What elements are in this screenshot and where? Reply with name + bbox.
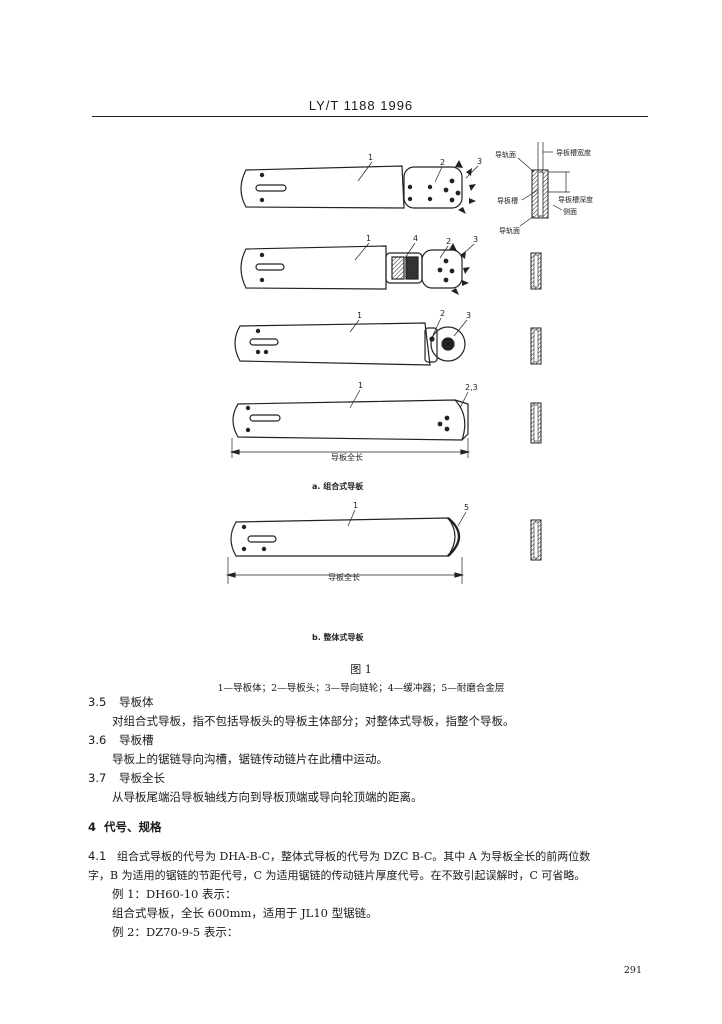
label-groove-depth: 导板槽深度 <box>558 195 593 204</box>
section-text: 对组合式导板，指不包括导板头的导板主体部分；对整体式导板，指整个导板。 <box>112 714 515 728</box>
bar-4-integrated-head <box>229 399 471 458</box>
bar-3-with-wheel <box>234 322 466 366</box>
section-text: 导板上的锯链导向沟槽，锯链传动链片在此槽中运动。 <box>112 752 388 766</box>
bar-4-cross-section <box>530 402 542 444</box>
label-rail-face-top: 导轨面 <box>495 150 516 159</box>
section-title: 导板全长 <box>119 771 165 785</box>
label-side-face: 侧面 <box>563 207 577 216</box>
part-number: 1 <box>368 153 373 162</box>
figure-legend: 1—导板体；2—导板头；3—导向链轮；4—缓冲器；5—耐磨合金层 <box>217 683 505 694</box>
header-rule <box>92 116 648 117</box>
part-number: 4 <box>413 234 418 243</box>
example-description: 组合式导板，全长 600mm，适用于 JL10 型锯链。 <box>112 906 378 920</box>
section-number: 4.1 <box>88 849 107 863</box>
bar-2-cross-section <box>530 252 542 290</box>
part-number: 2 <box>440 158 445 167</box>
part-number: 5 <box>464 503 469 512</box>
part-number: 3 <box>473 235 478 244</box>
example-label: 例 1：DH60-10 表示： <box>112 887 237 901</box>
figure-title: 图 1 <box>350 663 372 676</box>
section-title: 导板体 <box>119 695 154 709</box>
section-text: 字，B 为适用的锯链的节距代号，C 为适用锯链的传动链片厚度代号。在不致引起误解… <box>88 869 586 882</box>
section-title: 导板槽 <box>119 733 154 747</box>
groove-cross-section <box>517 142 570 227</box>
part-number: 1 <box>358 381 363 390</box>
label-groove: 导板槽 <box>497 196 518 205</box>
section-text: 组合式导板的代号为 DHA-B-C，整体式导板的代号为 DZC B-C。其中 A… <box>117 850 591 863</box>
section-text: 从导板尾端沿导板轴线方向到导板顶端或导向轮顶端的距离。 <box>112 790 423 804</box>
length-label-a: 导板全长 <box>331 452 363 462</box>
chapter-number: 4 <box>88 820 97 834</box>
part-number: 1 <box>357 311 362 320</box>
chapter-title: 代号、规格 <box>104 820 162 834</box>
part-number: 3 <box>477 157 482 166</box>
label-rail-face-bottom: 导轨面 <box>499 226 520 235</box>
part-number: 3 <box>466 311 471 320</box>
part-number: 2,3 <box>465 383 478 392</box>
label-groove-width: 导板槽宽度 <box>556 148 591 157</box>
page-header: LY/T 1188 1996 <box>308 98 414 113</box>
section-number: 3.5 <box>88 695 107 709</box>
caption-a: a. 组合式导板 <box>312 481 364 491</box>
page-number: 291 <box>623 965 642 976</box>
part-number: 1 <box>366 234 371 243</box>
section-number: 3.6 <box>88 733 107 747</box>
part-number: 2 <box>446 237 451 246</box>
section-number: 3.7 <box>88 771 107 785</box>
bar-2-with-buffer <box>240 243 470 295</box>
example-label: 例 2：DZ70-9-5 表示： <box>112 925 239 939</box>
bar-5-cross-section <box>530 519 542 561</box>
bar-3-cross-section <box>530 327 542 365</box>
part-number: 1 <box>353 501 358 510</box>
figure-1: 1 2 3 导轨面 导板槽宽度 导板槽 导板槽深度 侧面 导轨面 <box>225 142 593 642</box>
bar-1-assembled <box>240 160 476 214</box>
part-number: 2 <box>440 309 445 318</box>
length-label-b: 导板全长 <box>328 572 360 582</box>
caption-b: b. 整体式导板 <box>312 632 365 642</box>
bar-5-solid <box>225 517 465 584</box>
